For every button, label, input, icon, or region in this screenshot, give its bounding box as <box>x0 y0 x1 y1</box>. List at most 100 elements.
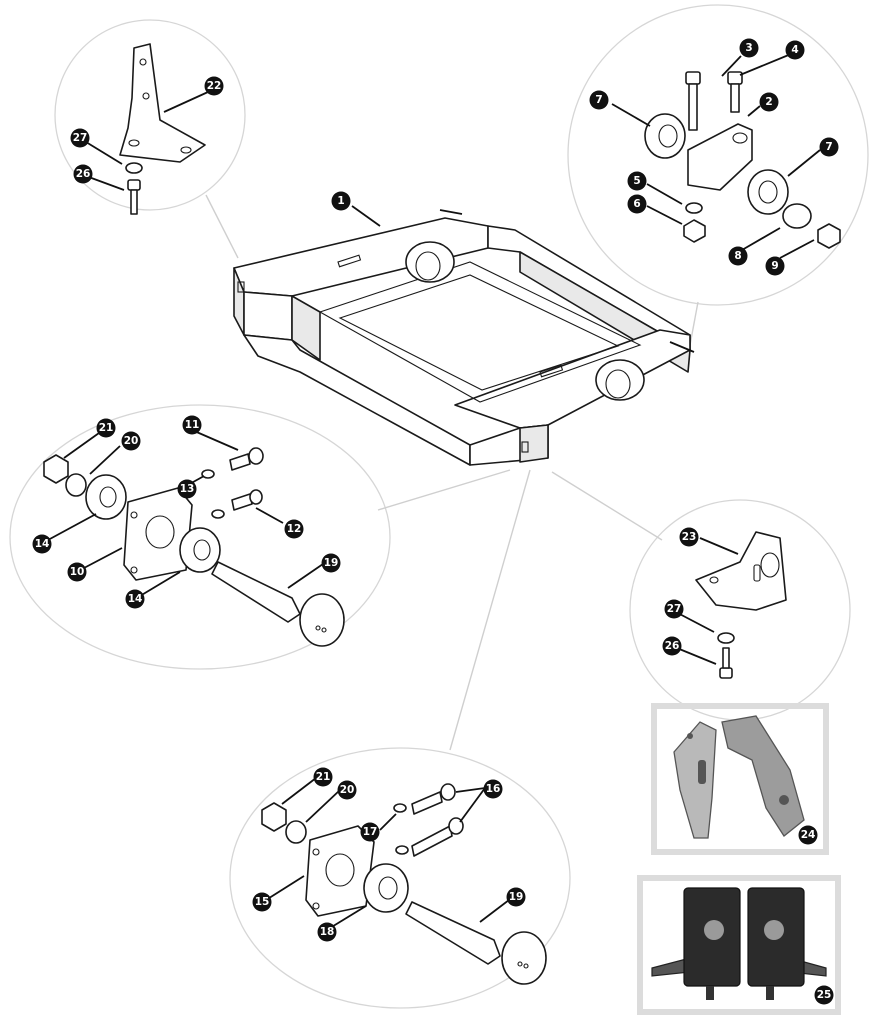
mount-mid-left-group <box>43 447 345 647</box>
leader-lines <box>205 194 699 751</box>
washer-17a <box>393 803 407 813</box>
washer-27a <box>125 162 143 174</box>
zone-mid-right <box>629 499 851 721</box>
callout-11: 11 <box>182 415 202 435</box>
pin-19a <box>211 561 345 647</box>
svg-text:4: 4 <box>791 44 798 56</box>
callout-6: 6 <box>627 194 647 214</box>
svg-text:20: 20 <box>124 435 139 447</box>
callout-8: 8 <box>728 246 748 266</box>
svg-text:19: 19 <box>509 891 524 903</box>
callout-27a: 27 <box>70 128 90 148</box>
nut-6 <box>683 219 706 243</box>
washer-8 <box>782 203 812 229</box>
callout-23: 23 <box>679 527 699 547</box>
photo-24 <box>651 703 829 855</box>
callout-21a: 21 <box>96 418 116 438</box>
bolt-11 <box>229 447 264 471</box>
callout-10: 10 <box>67 562 87 582</box>
bracket-23-group <box>695 531 787 679</box>
svg-text:21: 21 <box>316 771 331 783</box>
washer-5 <box>685 202 703 214</box>
nut-21b <box>261 802 287 832</box>
callout-19a: 19 <box>321 553 341 573</box>
washer-17b <box>395 845 409 855</box>
leader-mid-right <box>551 471 663 541</box>
svg-text:27: 27 <box>667 603 682 615</box>
bolt-4 <box>727 71 743 113</box>
mount-bottom-group <box>261 783 547 985</box>
callout-2: 2 <box>759 92 779 112</box>
bush-14a <box>85 474 127 520</box>
svg-text:24: 24 <box>801 829 816 841</box>
callout-9: 9 <box>765 256 785 276</box>
callout-14a: 14 <box>32 534 52 554</box>
leader-mid-left <box>377 469 511 511</box>
callout-13: 13 <box>177 479 197 499</box>
callout-16: 16 <box>483 779 503 799</box>
callout-25: 25 <box>814 985 834 1005</box>
washer-20a <box>65 473 87 497</box>
svg-text:25: 25 <box>817 989 832 1001</box>
bracket-23 <box>695 531 787 611</box>
svg-text:18: 18 <box>320 926 335 938</box>
nut-9 <box>817 223 841 249</box>
svg-text:12: 12 <box>287 523 302 535</box>
svg-text:1: 1 <box>337 195 344 207</box>
callout-18: 18 <box>317 922 337 942</box>
svg-text:5: 5 <box>633 175 640 187</box>
callout-4: 4 <box>785 40 805 60</box>
callout-19b: 19 <box>506 887 526 907</box>
bush-14b <box>179 527 221 573</box>
callout-15: 15 <box>252 892 272 912</box>
callout-20b: 20 <box>337 780 357 800</box>
svg-text:23: 23 <box>682 531 697 543</box>
callout-22: 22 <box>204 76 224 96</box>
callout-7a: 7 <box>589 90 609 110</box>
svg-text:6: 6 <box>633 198 640 210</box>
callouts: 1 2 3 4 5 6 7 7 8 9 10 11 12 13 14 14 15… <box>32 38 839 1005</box>
svg-text:19: 19 <box>324 557 339 569</box>
svg-text:20: 20 <box>340 784 355 796</box>
callout-26a: 26 <box>73 164 93 184</box>
washer-13a <box>201 469 215 479</box>
bolt-26a <box>127 179 141 215</box>
svg-text:22: 22 <box>207 80 222 92</box>
svg-text:14: 14 <box>128 593 143 605</box>
svg-text:26: 26 <box>76 168 91 180</box>
washer-20b <box>285 820 307 844</box>
bush-7a <box>644 113 686 159</box>
pin-19b <box>405 901 547 985</box>
bush-7b <box>747 169 789 215</box>
svg-text:3: 3 <box>745 42 752 54</box>
svg-text:27: 27 <box>73 132 88 144</box>
bolt-3 <box>685 71 701 131</box>
leader-top-left <box>205 194 239 259</box>
bolt-26b <box>719 647 733 679</box>
washer-27b <box>717 632 735 644</box>
bush-18 <box>363 863 409 913</box>
svg-text:16: 16 <box>486 783 501 795</box>
callout-14b: 14 <box>125 589 145 609</box>
svg-text:17: 17 <box>363 826 378 838</box>
svg-text:13: 13 <box>180 483 195 495</box>
mount-top-right-group <box>644 71 841 249</box>
callout-21b: 21 <box>313 767 333 787</box>
svg-text:7: 7 <box>595 94 602 106</box>
svg-text:26: 26 <box>665 640 680 652</box>
svg-text:14: 14 <box>35 538 50 550</box>
callout-1: 1 <box>331 191 351 211</box>
subframe <box>233 209 695 466</box>
svg-text:2: 2 <box>765 96 772 108</box>
bolt-16b <box>411 817 464 857</box>
leader-bottom <box>449 469 531 751</box>
svg-text:7: 7 <box>825 141 832 153</box>
bracket-22 <box>119 43 206 163</box>
nut-21a <box>43 454 69 484</box>
svg-text:8: 8 <box>734 250 741 262</box>
bolt-16a <box>411 783 456 815</box>
bracket-2 <box>687 123 753 191</box>
svg-text:11: 11 <box>185 419 200 431</box>
washer-13b <box>211 509 225 519</box>
